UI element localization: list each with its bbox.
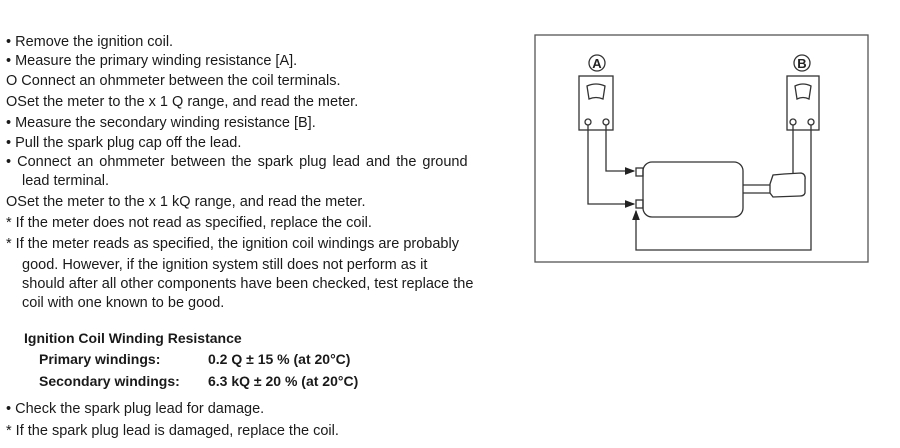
step-line: • Remove the ignition coil. [6, 34, 174, 50]
spec-title: Ignition Coil Winding Resistance [24, 330, 242, 346]
step-line: lead terminal. [22, 173, 110, 189]
spec-label: Secondary windings: [39, 373, 180, 389]
spark-plug-cap [769, 172, 806, 198]
step-line: * If the meter does not read as specifie… [6, 215, 372, 231]
label-a: A [592, 56, 602, 71]
step-line: • Connect an ohmmeter between the spark … [6, 154, 468, 170]
ohmmeter-a [578, 54, 614, 131]
step-line: OSet the meter to the x 1 Q range, and r… [6, 94, 359, 110]
spec-label: Primary windings: [39, 351, 161, 367]
spec-value: 6.3 kQ ± 20 % (at 20°C) [208, 373, 359, 389]
label-b: B [797, 56, 806, 71]
step-line: O Connect an ohmmeter between the coil t… [6, 73, 341, 89]
ohmmeter-b [786, 54, 820, 131]
step-line: * If the meter reads as specified, the i… [6, 236, 459, 252]
ignition-coil [642, 161, 744, 218]
step-line: should after all other components have b… [22, 276, 474, 292]
step-line: • Measure the primary winding resistance… [6, 53, 298, 69]
step-line: OSet the meter to the x 1 kQ range, and … [6, 194, 366, 210]
step-line: • Check the spark plug lead for damage. [6, 401, 265, 417]
spec-value: 0.2 Q ± 15 % (at 20°C) [208, 351, 351, 367]
step-line: • Pull the spark plug cap off the lead. [6, 135, 242, 151]
step-line: • Measure the secondary winding resistan… [6, 115, 316, 131]
step-line: good. However, if the ignition system st… [22, 257, 428, 273]
step-line: * If the spark plug lead is damaged, rep… [6, 423, 339, 439]
step-line: coil with one known to be good. [22, 295, 225, 311]
